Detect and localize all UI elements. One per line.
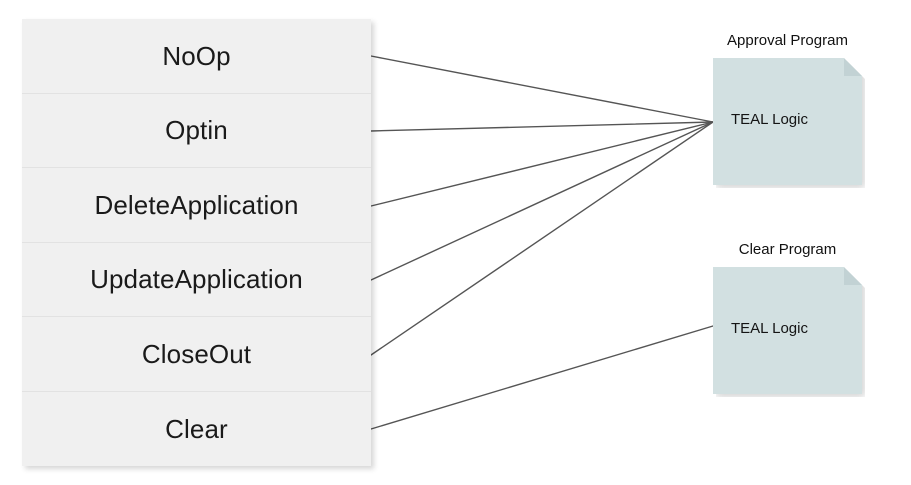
- list-item-deleteapplication[interactable]: DeleteApplication: [22, 168, 371, 243]
- list-item-optin[interactable]: Optin: [22, 93, 371, 168]
- approval-program-title: Approval Program: [727, 32, 848, 49]
- clear-program-title: Clear Program: [738, 241, 837, 258]
- connector-closeout-to-approval: [370, 121, 714, 356]
- list-item-label: Clear: [165, 413, 228, 444]
- approval-program-body: TEAL Logic: [731, 111, 808, 128]
- list-item-clear[interactable]: Clear: [22, 391, 371, 466]
- list-item-noop[interactable]: NoOp: [22, 19, 371, 94]
- list-item-closeout[interactable]: CloseOut: [22, 317, 371, 392]
- list-item-label: UpdateApplication: [90, 264, 303, 295]
- approval-program-group: Approval Program TEAL Logic: [713, 32, 865, 188]
- operation-list: NoOp Optin DeleteApplication UpdateAppli…: [22, 19, 371, 466]
- list-item-updateapplication[interactable]: UpdateApplication: [22, 242, 371, 317]
- clear-program-box[interactable]: TEAL Logic: [713, 267, 862, 394]
- connector-optin-to-approval: [370, 121, 714, 132]
- clear-program-body: TEAL Logic: [731, 320, 808, 337]
- list-item-label: NoOp: [162, 40, 231, 71]
- connector-clear-to-clearprogram: [370, 325, 714, 430]
- clear-program-group: Clear Program TEAL Logic: [713, 241, 865, 397]
- connector-updateapplication-to-approval: [370, 121, 714, 281]
- list-item-label: Optin: [165, 115, 228, 146]
- list-item-label: CloseOut: [141, 338, 252, 369]
- connector-deleteapplication-to-approval: [370, 121, 714, 207]
- folded-corner-icon: [844, 267, 862, 285]
- connector-noop-to-approval: [370, 55, 714, 123]
- folded-corner-icon: [844, 58, 862, 76]
- approval-program-box[interactable]: TEAL Logic: [713, 58, 862, 185]
- list-item-label: DeleteApplication: [94, 189, 299, 220]
